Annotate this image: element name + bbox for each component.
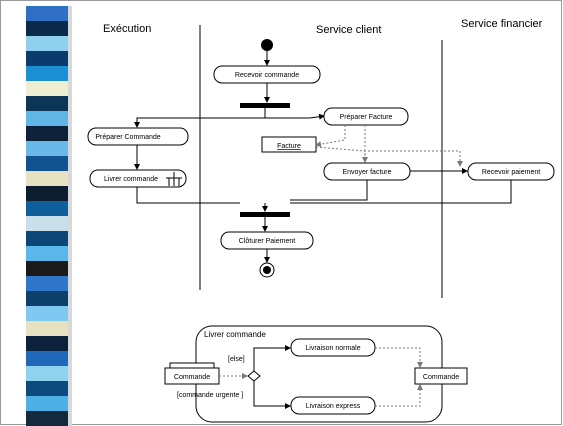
join-bar (240, 212, 290, 217)
activity-livrer-commande-label: Livrer commande (104, 176, 158, 183)
activity-recevoir-commande-label: Recevoir commande (235, 72, 299, 79)
stripe-segment (26, 201, 68, 217)
decorative-stripe-bar (26, 6, 72, 426)
flow-livrer-to-join (136, 187, 240, 204)
flow-decision-to-express (253, 381, 291, 409)
stripe-segment (26, 366, 68, 382)
stripe-segment (26, 291, 68, 307)
stripe-segment (26, 336, 68, 352)
stripe-segment (26, 411, 68, 426)
stripe-segment (26, 231, 68, 247)
objflow-facture-to-recevoir-paiement (368, 150, 463, 167)
activity-cloturer-paiement-label: Clôturer Paiement (239, 238, 295, 245)
activity-preparer-facture-label: Préparer Facture (340, 114, 393, 121)
stripe-segment (26, 246, 68, 262)
flow-decision-to-normale (253, 345, 291, 371)
stripe-segment (26, 216, 68, 232)
stripe-segment (26, 36, 68, 52)
flow-fork-to-preparer-facture (265, 113, 325, 120)
stripe-segment (26, 396, 68, 412)
activity-recevoir-paiement-label: Recevoir paiement (482, 169, 540, 176)
stripe-segment (26, 321, 68, 337)
object-facture-label: Facture (277, 143, 301, 150)
subactivity-title: Livrer commande (204, 330, 266, 339)
stripe-segment (26, 276, 68, 292)
lane-title-service-financier: Service financier (461, 18, 543, 30)
flow-recevoir-paiement-to-join (290, 180, 512, 204)
activity-preparer-facture (323, 107, 409, 126)
stripe-segment (26, 21, 68, 37)
stripe-segment (26, 186, 68, 202)
activity-livrer-commande (89, 169, 187, 188)
stripe-segment (26, 126, 68, 142)
sub-object-commande-in-label: Commande (174, 374, 210, 381)
stripe-segment (26, 171, 68, 187)
flow-fork-to-preparer-commande (134, 108, 266, 128)
objflow-preparer-facture-to-facture (315, 125, 346, 148)
stripe-segment (26, 306, 68, 322)
stripe-segment (26, 381, 68, 397)
stripe-shadow (68, 6, 72, 426)
sub-object-commande-out (414, 367, 468, 385)
stripe-segment (26, 51, 68, 67)
stripe-segment (26, 81, 68, 97)
stripe-segment (26, 111, 68, 127)
stripe-segment (26, 96, 68, 112)
objflow-normale-to-commande (375, 347, 423, 368)
final-node-inner (263, 266, 271, 274)
guard-commande-urgente: [commande urgente ] (177, 392, 243, 399)
stripe-segment (26, 156, 68, 172)
objflow-facture-to-envoyer (315, 146, 368, 163)
stripe-segment (26, 66, 68, 82)
lane-title-service-client: Service client (316, 24, 381, 36)
activity-livraison-normale-label: Livraison normale (305, 345, 360, 352)
stripe-segment (26, 141, 68, 157)
flow-envoyer-to-join (290, 180, 368, 201)
stripe-segment (26, 6, 68, 22)
objflow-express-to-commande (375, 384, 423, 407)
sub-object-commande-out-label: Commande (423, 374, 459, 381)
activity-preparer-commande (87, 127, 189, 146)
guard-else: [else] (228, 356, 245, 363)
fork-bar (240, 103, 290, 108)
activity-livraison-express-label: Livraison express (306, 403, 361, 410)
subactivity-rake-icon (166, 172, 182, 186)
initial-node (261, 39, 273, 51)
stripe-segment (26, 261, 68, 277)
stripe-segment (26, 351, 68, 367)
activity-envoyer-facture-label: Envoyer facture (342, 169, 391, 176)
activity-preparer-commande-label: Préparer Commande (95, 134, 160, 141)
lane-title-execution: Exécution (103, 23, 151, 35)
